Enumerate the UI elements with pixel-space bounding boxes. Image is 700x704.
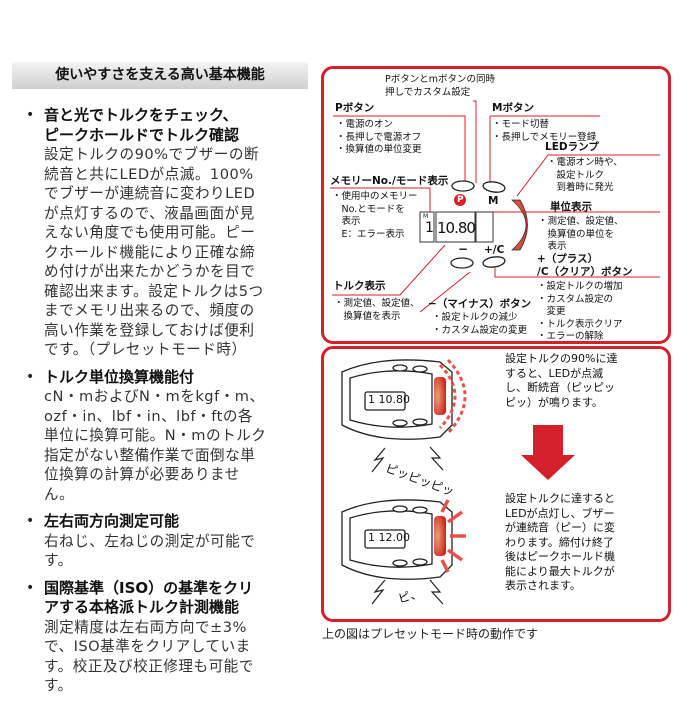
m-mark: M bbox=[488, 195, 499, 207]
feature-item: • 左右両方向測定可能 右ねじ、左ねじの測定が可能で す。 bbox=[24, 512, 304, 571]
feature-list: • 音と光でトルクをチェック、 ピークホールドでトルク確認 設定トルクの90%で… bbox=[24, 106, 304, 704]
feature-body: cN・mおよびN・mをkgf・m、 ozf・in、lbf・in、lbf・ftの各… bbox=[44, 388, 267, 503]
lcd-m-label: M bbox=[423, 213, 429, 220]
bullet-icon: • bbox=[26, 579, 35, 596]
torque-items: ・測定値、設定値、 換算値を表示 bbox=[334, 298, 420, 322]
lcd-main bbox=[435, 211, 476, 243]
bullet-icon: • bbox=[26, 368, 35, 385]
feature-title: 音と光でトルクをチェック、 ピークホールドでトルク確認 bbox=[44, 106, 240, 144]
m-button-shape bbox=[482, 181, 506, 193]
minus-button-shape bbox=[450, 257, 474, 269]
p-button-title: Pボタン bbox=[335, 102, 375, 114]
plus-clear-title: +（プラス） /C（クリア）ボタン bbox=[537, 253, 633, 278]
unit-title: 単位表示 bbox=[550, 201, 592, 213]
m-button-items: ・モード切替 ・長押しでメモリー登録 bbox=[492, 119, 597, 143]
feature-title: 国際基準（ISO）の基準をクリ アする本格派トルク計測機能 bbox=[44, 578, 254, 617]
sound-waves bbox=[371, 446, 444, 605]
led-title: LEDランプ bbox=[545, 141, 599, 153]
caption: 上の図はプレセットモード時の動作です bbox=[322, 627, 539, 641]
feature-body: 右ねじ、左ねじの測定が可能で す。 bbox=[44, 532, 256, 570]
memory-items: ・使用中のメモリー No.とモードを 表示 E：エラー表示 bbox=[332, 191, 418, 240]
p-mark: P bbox=[457, 195, 464, 205]
unit-items: ・測定値、設定値、 換算値の単位を 表示 bbox=[538, 216, 624, 252]
m-button-title: Mボタン bbox=[492, 102, 534, 114]
device-2-led bbox=[434, 516, 446, 556]
led-lamp-shape bbox=[510, 199, 528, 251]
feature-title: トルク単位換算機能付 bbox=[44, 367, 195, 386]
feature-item: • トルク単位換算機能付 cN・mおよびN・mをkgf・m、 ozf・in、lb… bbox=[24, 368, 304, 505]
lcd-memory bbox=[419, 211, 435, 243]
lcd-value: 10.80 bbox=[437, 219, 476, 237]
device2-display: 1 12.00 bbox=[368, 531, 410, 544]
device-2 bbox=[341, 499, 453, 580]
plus-clear-items: ・設定トルクの増加 ・カスタム設定の 変更 ・トルク表示クリア ・エラーの解除 bbox=[537, 281, 623, 342]
p-button-items: ・電源のオン ・長押しで電源オフ ・換算値の単位変更 bbox=[336, 119, 422, 155]
led-items: ・電源オン時や、 設定トルク 到着時に発光 bbox=[547, 157, 623, 193]
lcd-unit bbox=[475, 211, 494, 243]
feature-item: • 国際基準（ISO）の基準をクリ アする本格派トルク計測機能 測定精度は左右両… bbox=[24, 579, 304, 696]
plus-mark: +/C bbox=[484, 244, 505, 256]
feature-body: 測定精度は左右両方向で±3% で、ISO基準をクリアしていま す。校正及び校正修… bbox=[44, 618, 254, 695]
button-diagram bbox=[321, 66, 671, 344]
step1-text: 設定トルクの90%に達 すると、LEDが点滅 し、断続音（ピッピッ ピッ）が鳴り… bbox=[505, 352, 618, 409]
down-arrow-icon bbox=[521, 425, 575, 480]
leader-lines bbox=[330, 100, 660, 313]
memory-title: メモリーNo./モード表示 bbox=[330, 175, 449, 187]
bullet-icon: • bbox=[26, 513, 35, 529]
minus-title: −（マイナス）ボタン bbox=[428, 298, 532, 310]
minus-items: ・設定トルクの減少 ・カスタム設定の変更 bbox=[432, 312, 528, 336]
feature-body: 設定トルクの90%でブザーの断 続音と共にLEDが点滅。100% でブザーが連続… bbox=[44, 146, 264, 358]
minus-mark: − bbox=[458, 242, 469, 256]
plus-button-shape bbox=[482, 256, 506, 268]
device1-display: 1 10.80 bbox=[368, 393, 410, 406]
feature-title: 左右両方向測定可能 bbox=[44, 512, 180, 530]
pm-combo-label: Pボタンとmボタンの同時 押しでカスタム設定 bbox=[385, 74, 495, 98]
lcd-memory-number: 1 bbox=[425, 220, 434, 236]
device-1 bbox=[341, 359, 453, 440]
bullet-icon: • bbox=[26, 107, 35, 123]
section-title: 使いやすさを支える高い基本機能 bbox=[12, 62, 308, 89]
p-mark-circle bbox=[454, 194, 466, 206]
feature-item: • 音と光でトルクをチェック、 ピークホールドでトルク確認 設定トルクの90%で… bbox=[24, 106, 304, 360]
device-1-led bbox=[434, 377, 446, 415]
step2-text: 設定トルクに達すると LEDが点灯し、ブザー が連続音（ピー）に変 わります。締… bbox=[505, 492, 615, 592]
torque-title: トルク表示 bbox=[333, 280, 386, 292]
p-button-shape bbox=[451, 180, 475, 192]
